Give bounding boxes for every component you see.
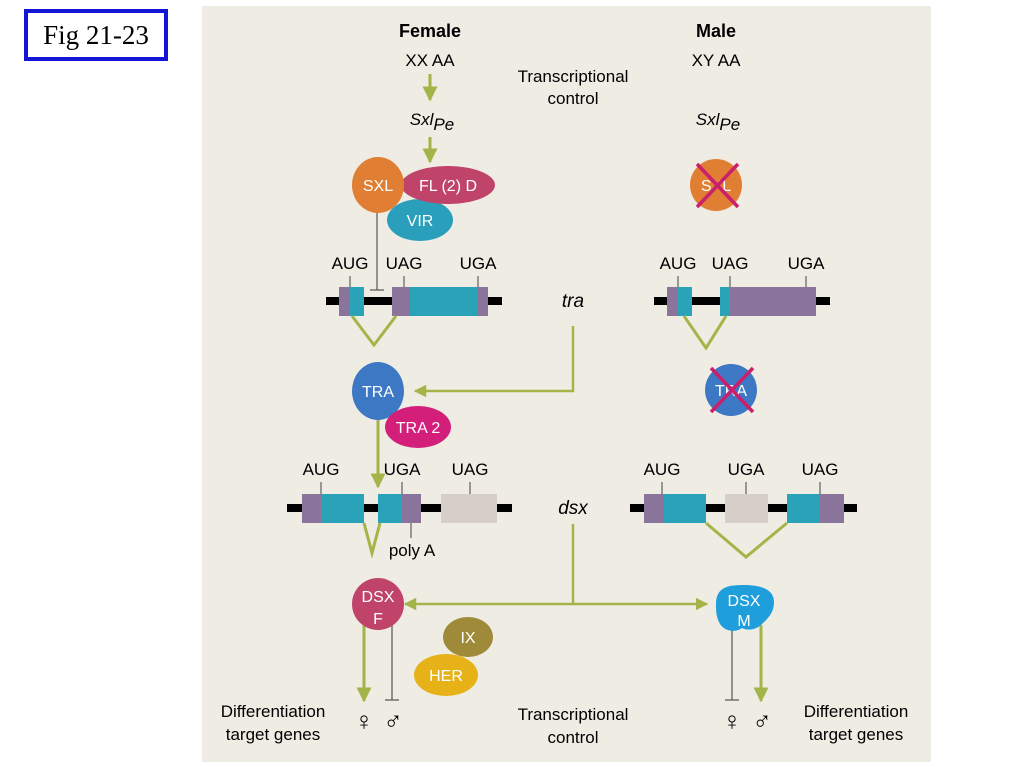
dsx-gene-label: dsx xyxy=(558,498,589,519)
ix-protein xyxy=(443,617,493,657)
dsx-m-protein xyxy=(716,585,774,631)
dsx-male-splice xyxy=(705,521,788,559)
female-symbol-left: ♀ xyxy=(354,706,374,736)
vir-label: VIR xyxy=(407,213,434,230)
dsx-f-label-line2: F xyxy=(373,611,383,628)
tra-male-cross xyxy=(709,366,755,414)
dsx-male-exon3-purple xyxy=(820,494,844,523)
tra-male-exon2-purple xyxy=(730,287,816,316)
dsx-female-exon1-purple xyxy=(302,494,321,523)
tra-female-uag: UAG xyxy=(386,254,423,273)
tra-protein-female xyxy=(352,362,404,420)
transcriptional-control-bottom-line1: Transcriptional xyxy=(518,705,629,724)
dsx-female-uag: UAG xyxy=(452,460,489,479)
dsx-male-uga: UGA xyxy=(728,460,766,479)
male-differentiation-line1: Differentiation xyxy=(804,702,909,721)
dsx-m-label-line2: M xyxy=(737,613,750,630)
female-differentiation-line2: target genes xyxy=(226,725,321,744)
sxl-male-cross xyxy=(695,162,740,209)
male-title: Male xyxy=(696,21,736,41)
arrow-tra-to-tra-protein xyxy=(413,326,575,398)
fl2d-label: FL (2) D xyxy=(419,178,477,195)
tra-male-exon2-teal xyxy=(720,287,730,316)
fl2d-protein xyxy=(401,166,495,204)
vir-protein xyxy=(387,199,453,241)
sxl-female-label: SXL xyxy=(363,178,393,195)
female-genotype: XX AA xyxy=(405,51,455,70)
male-symbol-right: ♂ xyxy=(752,706,772,736)
tra-female-exon2-purple-end xyxy=(478,287,488,316)
male-sxl-pe-label: SxlPe xyxy=(696,110,740,134)
tra-female-aug: AUG xyxy=(332,254,369,273)
dsx-male-exon2-gray xyxy=(725,494,768,523)
tra-male-uag: UAG xyxy=(712,254,749,273)
tra2-label: TRA 2 xyxy=(396,420,441,437)
poly-a-label: poly A xyxy=(389,541,436,560)
male-differentiation-line2: target genes xyxy=(809,725,904,744)
dsx-female-uga: UGA xyxy=(384,460,422,479)
female-symbol-right: ♀ xyxy=(722,706,742,736)
tra-male-exon1-purple xyxy=(667,287,678,316)
dsx-male-exon1-teal xyxy=(663,494,706,523)
dsx-f-protein xyxy=(352,578,404,630)
ix-label: IX xyxy=(460,630,475,647)
sxl-protein-female xyxy=(352,157,404,213)
transcriptional-control-top-line2: control xyxy=(547,89,598,108)
tra-female-exon1-teal xyxy=(350,287,364,316)
tra-male-splice xyxy=(682,315,728,351)
transcriptional-control-bottom-line2: control xyxy=(547,728,598,747)
dsx-female-exon2-teal xyxy=(378,494,402,523)
transcriptional-control-top-line1: Transcriptional xyxy=(518,67,629,86)
dsx-female-splice xyxy=(362,522,382,559)
dsx-f-label-line1: DSX xyxy=(362,589,395,606)
tra-female-uga: UGA xyxy=(460,254,498,273)
tra-female-label: TRA xyxy=(362,384,394,401)
her-label: HER xyxy=(429,668,463,685)
diagram-panel xyxy=(202,6,931,762)
dsx-female-exon3-gray xyxy=(441,494,497,523)
dsx-female-aug: AUG xyxy=(303,460,340,479)
dsx-male-exon1-purple xyxy=(644,494,663,523)
tra-female-splice xyxy=(350,315,398,348)
male-genotype: XY AA xyxy=(692,51,741,70)
tra-female-exon1-purple xyxy=(339,287,350,316)
tra-female-exon2-teal xyxy=(410,287,478,316)
tra-gene-label: tra xyxy=(562,291,584,312)
male-symbol-left: ♂ xyxy=(383,706,403,736)
tra2-protein xyxy=(385,406,451,448)
dsx-male-exon3-teal xyxy=(787,494,820,523)
dsx-female-exon1-teal xyxy=(321,494,364,523)
female-differentiation-line1: Differentiation xyxy=(221,702,326,721)
dsx-male-uag: UAG xyxy=(802,460,839,479)
female-sxl-pe-label: SxlPe xyxy=(410,110,454,134)
tra-male-exon1-teal xyxy=(678,287,692,316)
dsx-m-label-line1: DSX xyxy=(728,593,761,610)
her-protein xyxy=(414,654,478,696)
dsx-female-exon2-purple xyxy=(402,494,421,523)
tra-male-uga: UGA xyxy=(788,254,826,273)
figure-label: Fig 21-23 xyxy=(24,9,168,61)
female-title: Female xyxy=(399,21,461,41)
tra-female-exon2-purple xyxy=(392,287,410,316)
tra-male-aug: AUG xyxy=(660,254,697,273)
dsx-male-aug: AUG xyxy=(644,460,681,479)
